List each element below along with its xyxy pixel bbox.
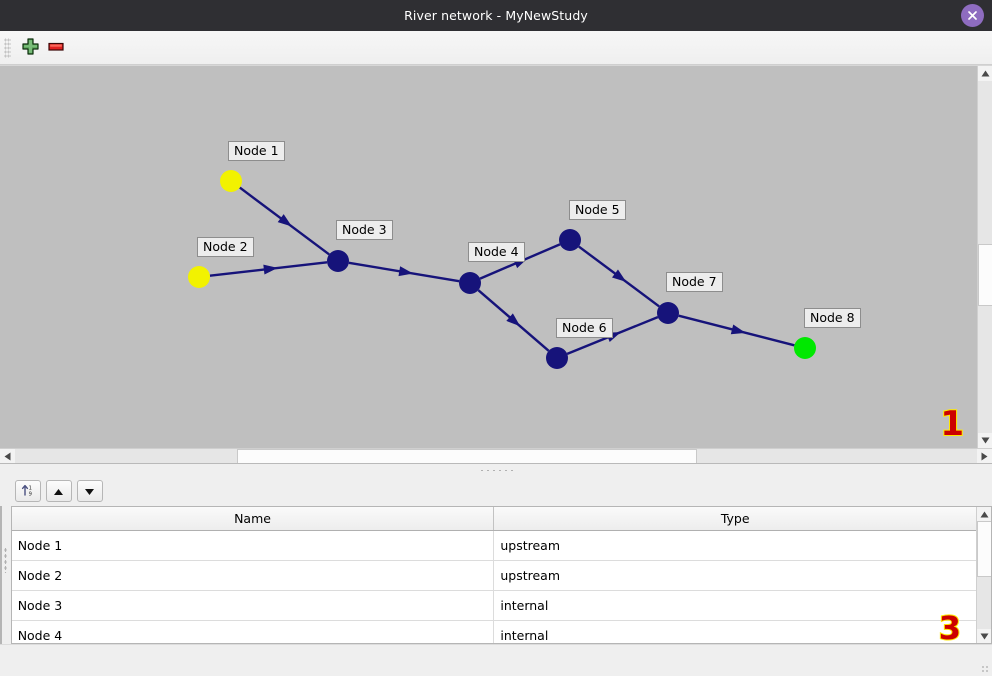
nodes-sort-button[interactable]: 1 9 (14, 480, 41, 502)
graph-node-label[interactable]: Node 8 (804, 308, 861, 328)
graph-node-label[interactable]: Node 4 (468, 242, 525, 262)
nodes-toolbar: 1 9 (11, 476, 992, 506)
tables-area: 1 9 (0, 476, 992, 644)
edge-arrow-icon (398, 266, 414, 277)
splitter-grip-icon (479, 468, 513, 472)
title-bar: River network - MyNewStudy (0, 0, 992, 31)
nodes-move-down-button[interactable] (76, 480, 103, 502)
graph-node[interactable] (546, 347, 568, 369)
canvas-horizontal-scrollbar[interactable] (0, 448, 992, 463)
red-minus-icon (47, 40, 65, 55)
scroll-up-arrow[interactable] (0, 507, 2, 521)
table-cell[interactable]: Node 1 (11, 530, 495, 561)
graph-node[interactable] (327, 250, 349, 272)
graph-node[interactable] (459, 272, 481, 294)
edge-layer (209, 186, 795, 355)
column-header[interactable]: Name (11, 507, 495, 531)
table-cell[interactable]: upstream (493, 560, 976, 591)
table-cell[interactable]: Node 3 (11, 590, 495, 621)
edge-arrow-icon (263, 264, 278, 275)
scroll-right-arrow[interactable] (977, 449, 992, 463)
graph-node-label[interactable]: Node 3 (336, 220, 393, 240)
vertical-splitter[interactable] (0, 476, 11, 644)
nodes-vscroll-thumb[interactable] (977, 521, 991, 577)
graph-node[interactable] (794, 337, 816, 359)
canvas-hscroll-thumb[interactable] (237, 449, 697, 463)
annotation-1: 1 (939, 404, 965, 444)
sort-icon: 1 9 (21, 483, 35, 500)
graph-node[interactable] (657, 302, 679, 324)
table-cell[interactable]: Node 2 (11, 560, 495, 591)
add-node-button[interactable] (17, 35, 43, 61)
arrow-down-icon (84, 484, 95, 499)
edge-arrow-icon (612, 269, 627, 282)
edge-arrow-icon (506, 313, 521, 327)
canvas-vscroll-thumb[interactable] (978, 244, 992, 306)
graph-node[interactable] (220, 170, 242, 192)
graph-node[interactable] (188, 266, 210, 288)
scroll-track[interactable] (0, 521, 2, 633)
scroll-down-arrow[interactable] (0, 629, 2, 643)
table-cell[interactable]: internal (493, 590, 976, 621)
splitter-grip-icon (4, 547, 8, 573)
table-cell[interactable]: Node 4 (11, 620, 495, 643)
nodes-move-up-button[interactable] (45, 480, 72, 502)
nodes-panel: 1 9 (10, 476, 992, 644)
canvas-vertical-scrollbar[interactable] (977, 66, 992, 463)
edge-arrow-icon (730, 324, 746, 335)
reaches-vertical-scrollbar[interactable] (0, 507, 1, 643)
remove-node-button[interactable] (43, 35, 69, 61)
graph-node-label[interactable]: Node 6 (556, 318, 613, 338)
main-toolbar (0, 31, 992, 65)
toolbar-grip[interactable] (4, 37, 11, 58)
graph-node-label[interactable]: Node 2 (197, 237, 254, 257)
network-canvas[interactable]: Node 1 Node 2 Node 3 Node 4 Node 5 Node 6 Node… (0, 65, 992, 463)
horizontal-splitter[interactable] (0, 463, 992, 476)
edge-arrow-icon (277, 214, 292, 227)
window-title: River network - MyNewStudy (404, 8, 588, 23)
green-plus-icon (21, 37, 39, 58)
scroll-up-arrow[interactable] (977, 507, 991, 521)
graph-node-label[interactable]: Node 7 (666, 272, 723, 292)
scroll-down-arrow[interactable] (978, 433, 992, 448)
reaches-vscroll-thumb[interactable] (0, 521, 2, 577)
svg-text:9: 9 (28, 491, 31, 497)
graph-node[interactable] (559, 229, 581, 251)
table-cell[interactable]: internal (493, 620, 976, 643)
network-graph (188, 170, 816, 369)
scroll-left-arrow[interactable] (0, 449, 15, 463)
graph-node-label[interactable]: Node 5 (569, 200, 626, 220)
graph-node-label[interactable]: Node 1 (228, 141, 285, 161)
table-cell[interactable]: upstream (493, 530, 976, 561)
node-layer (188, 170, 816, 369)
annotation-3: 3 (938, 609, 962, 644)
svg-text:1: 1 (28, 485, 31, 491)
status-bar (0, 644, 992, 676)
scroll-up-arrow[interactable] (978, 66, 992, 81)
nodes-vertical-scrollbar[interactable] (976, 507, 991, 643)
column-header[interactable]: Type (493, 507, 976, 531)
scroll-down-arrow[interactable] (977, 629, 991, 643)
resize-grip-icon[interactable] (981, 665, 989, 673)
arrow-up-icon (53, 484, 64, 499)
close-icon[interactable] (961, 4, 984, 27)
